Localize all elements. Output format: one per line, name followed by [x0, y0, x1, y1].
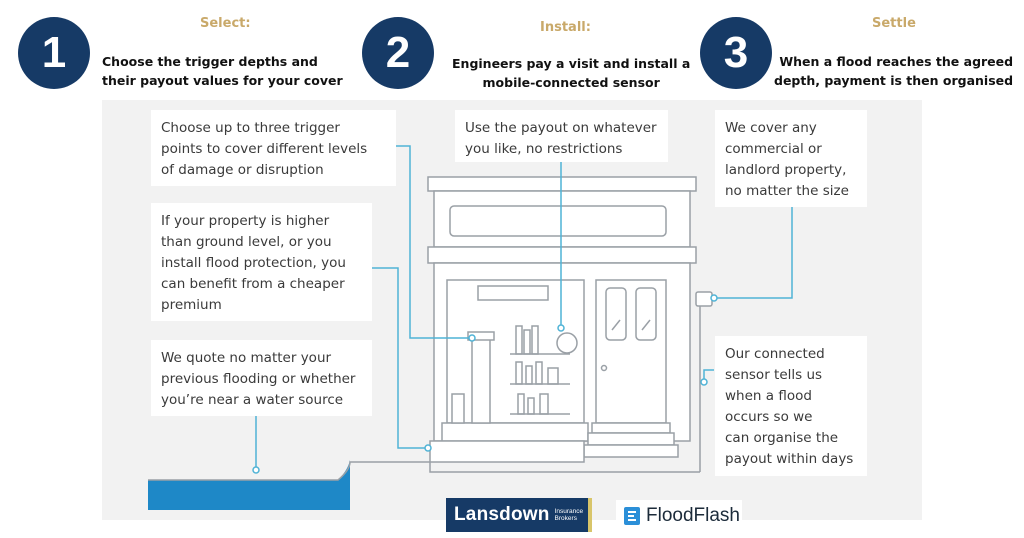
- callout-line: of damage or disruption: [161, 162, 324, 178]
- floodflash-wordmark: FloodFlash: [646, 505, 740, 526]
- shelf-top: [467, 331, 495, 341]
- step-description-line: depth, payment is then organised: [774, 73, 1014, 88]
- lansdown-subtitle-line: Insurance: [554, 508, 584, 515]
- ground-line: [148, 461, 700, 481]
- sign-board: [449, 205, 667, 237]
- step-number: 2: [385, 28, 411, 77]
- callout-line: points to cover different levels: [161, 141, 368, 157]
- step-number: 1: [41, 28, 67, 77]
- callout-line: can organise the: [725, 430, 839, 446]
- callout-line: no matter the size: [725, 183, 849, 199]
- callout-line: previous flooding or whether: [161, 371, 356, 387]
- lansdown-logo: Lansdown Insurance Brokers: [446, 498, 592, 532]
- step-number-circle: 3: [700, 17, 772, 89]
- stool: [451, 393, 465, 424]
- window-awning: [477, 285, 549, 301]
- roof-cornice: [427, 176, 697, 192]
- window-sill: [441, 422, 589, 442]
- callout-line: install flood protection, you: [161, 255, 346, 271]
- callout-cover-any: We cover any commercial or landlord prop…: [715, 110, 867, 207]
- step-title: Install:: [540, 20, 591, 35]
- floodflash-mark-icon: [624, 507, 640, 525]
- callout-line: payout within days: [725, 451, 854, 467]
- step-description: Choose the trigger depths and their payo…: [102, 52, 343, 90]
- step-number: 3: [723, 28, 749, 77]
- step-bottom: [583, 444, 679, 458]
- callout-trigger-points: Choose up to three trigger points to cov…: [151, 110, 396, 186]
- step-middle: [587, 432, 675, 446]
- step-title: Settle: [872, 16, 916, 31]
- callout-line: you’re near a water source: [161, 392, 344, 408]
- connector-lines: [255, 145, 793, 470]
- callout-line: you like, no restrictions: [465, 141, 623, 157]
- callout-line: We quote no matter your: [161, 350, 332, 366]
- step-description-line: Engineers pay a visit and install a: [452, 56, 691, 71]
- callout-line: Use the payout on whatever: [465, 120, 657, 136]
- callout-line: Our connected: [725, 346, 825, 362]
- callout-line: can benefit from a cheaper: [161, 276, 345, 292]
- step-description-line: When a flood reaches the agreed: [779, 54, 1014, 69]
- step-description-line: their payout values for your cover: [102, 73, 343, 88]
- sensor-box: [695, 291, 713, 307]
- lansdown-wordmark: Lansdown: [454, 504, 550, 525]
- callout-sensor: Our connected sensor tells us when a flo…: [715, 336, 867, 476]
- callout-line: occurs so we: [725, 409, 813, 425]
- shelf-stand: [471, 337, 491, 424]
- callout-line: when a flood: [725, 388, 812, 404]
- callout-line: sensor tells us: [725, 367, 823, 383]
- lansdown-subtitle-line: Brokers: [554, 515, 577, 522]
- step-description-line: mobile-connected sensor: [482, 75, 660, 90]
- floodwater: [148, 460, 350, 510]
- connector-dots: [252, 294, 718, 474]
- plinth: [429, 440, 585, 463]
- floodflash-logo: FloodFlash: [616, 500, 742, 532]
- step-description: Engineers pay a visit and install a mobi…: [452, 54, 690, 92]
- callout-line: commercial or: [725, 141, 822, 157]
- callout-line: premium: [161, 297, 222, 313]
- callout-line: landlord property,: [725, 162, 847, 178]
- bookshelf: [510, 306, 701, 472]
- lansdown-subtitle: Insurance Brokers: [555, 508, 585, 522]
- callout-payout-use: Use the payout on whatever you like, no …: [455, 110, 668, 162]
- callout-higher-ground: If your property is higher than ground l…: [151, 203, 372, 321]
- callout-line: Choose up to three trigger: [161, 120, 340, 136]
- callout-line: If your property is higher: [161, 213, 330, 229]
- callout-quote: We quote no matter your previous floodin…: [151, 340, 372, 416]
- door-pane-right: [635, 287, 657, 341]
- callout-line: than ground level, or you: [161, 234, 332, 250]
- step-description: When a flood reaches the agreed depth, p…: [774, 52, 1013, 90]
- step-top: [591, 422, 671, 434]
- step-description-line: Choose the trigger depths and: [102, 54, 318, 69]
- step-title: Select:: [200, 16, 251, 31]
- building: [427, 176, 713, 463]
- step-number-circle: 2: [362, 17, 434, 89]
- door-pane-left: [605, 287, 627, 341]
- fascia: [427, 246, 697, 264]
- step-number-circle: 1: [18, 17, 90, 89]
- callout-line: We cover any: [725, 120, 817, 136]
